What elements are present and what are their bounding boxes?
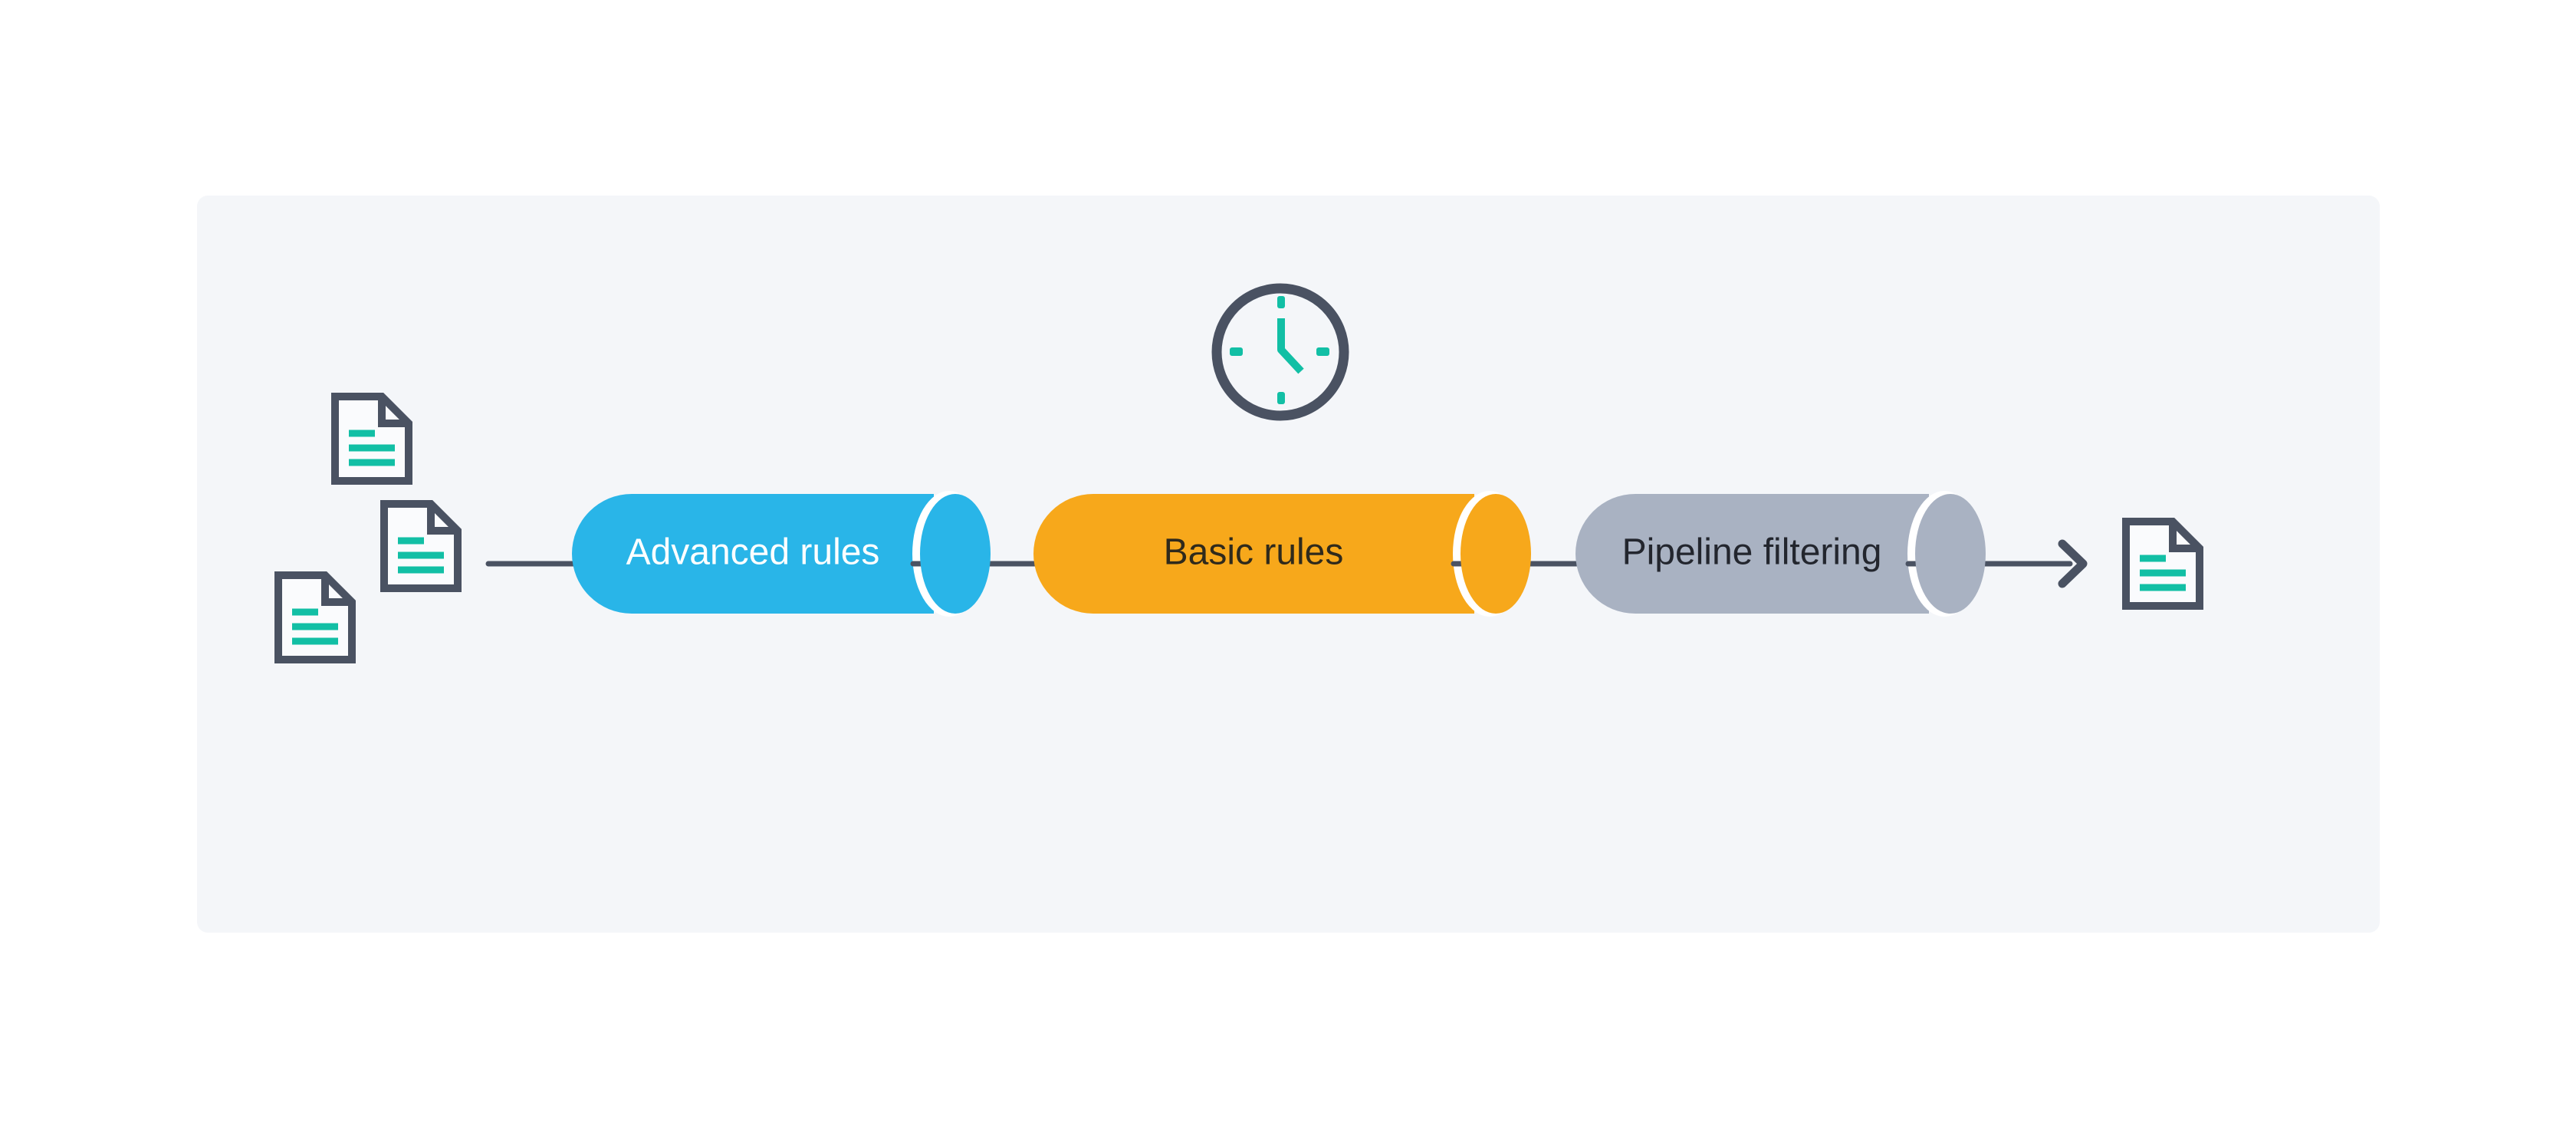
cylinder-body <box>572 494 934 614</box>
clock-tick-12 <box>1277 296 1285 308</box>
input-document-icon-3 <box>278 575 352 660</box>
clock-tick-3 <box>1316 347 1329 356</box>
stage-label: Pipeline filtering <box>1622 532 1882 573</box>
output-document-icon <box>2126 522 2200 606</box>
clock-tick-6 <box>1277 392 1285 404</box>
stage-label: Advanced rules <box>626 532 880 573</box>
cylinder-body <box>1033 494 1474 614</box>
clock-hands <box>1277 318 1304 374</box>
clock-face <box>1211 283 1349 421</box>
clock-tick-9 <box>1230 347 1243 356</box>
stage-advanced-rules: Advanced rules <box>572 491 1040 617</box>
arrowhead-icon <box>2058 539 2088 588</box>
cylinder-body <box>1576 494 1929 614</box>
input-document-icon-2 <box>384 504 458 588</box>
input-document-icon-1 <box>335 397 409 481</box>
stage-pipeline-filtering: Pipeline filtering <box>1576 491 2073 617</box>
cylinder-cap <box>920 494 991 614</box>
cylinder-cap <box>1915 494 1986 614</box>
cylinder-cap <box>1460 494 1531 614</box>
stage-basic-rules: Basic rules <box>1033 491 1584 617</box>
clock-icon <box>1211 283 1349 421</box>
stage-label: Basic rules <box>1164 532 1344 573</box>
